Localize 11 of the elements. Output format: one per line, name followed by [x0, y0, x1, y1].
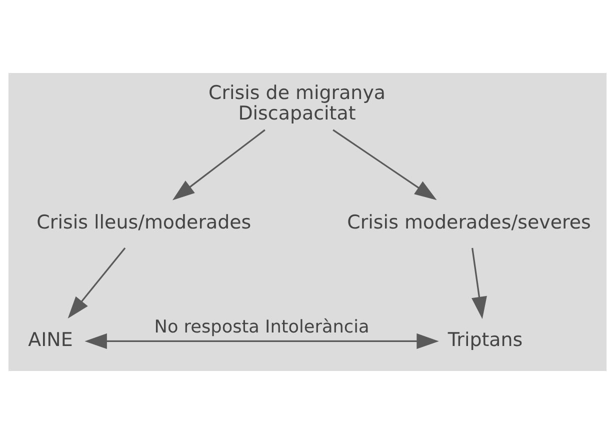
node-text: Triptans — [448, 329, 523, 352]
edge-label: No resposta Intolerància — [154, 317, 370, 338]
arrow — [332, 129, 437, 200]
arrow — [172, 129, 266, 200]
arrow — [472, 248, 487, 319]
node-text: Crisis lleus/moderades — [36, 211, 252, 234]
node-text: Crisis de migranya Discapacitat — [208, 82, 386, 124]
node-text: Crisis moderades/severes — [347, 211, 591, 234]
node-text: AINE — [28, 329, 73, 352]
arrow — [84, 333, 439, 349]
arrow — [68, 248, 126, 318]
